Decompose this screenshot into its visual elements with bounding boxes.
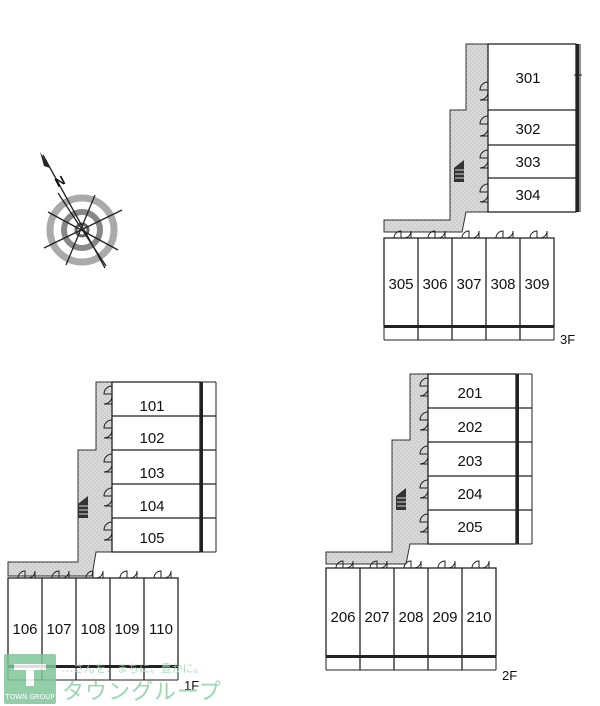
unit-label: 308 (490, 276, 515, 293)
unit-label: 201 (457, 385, 482, 402)
house-icon (14, 664, 46, 686)
unit-label: 106 (12, 621, 37, 638)
unit-label: 305 (388, 276, 413, 293)
unit-label: 203 (457, 453, 482, 470)
unit-label: 309 (524, 276, 549, 293)
unit-label: 105 (139, 530, 164, 547)
north-letter: N (52, 173, 67, 191)
north-arrow-icon (40, 152, 50, 168)
door-icons (103, 385, 113, 541)
watermark-company-name: タウングループ (62, 680, 222, 705)
door-icons (479, 81, 489, 203)
floor-1f: 101 102 103 104 105 106 107 108 109 (7, 381, 217, 693)
unit-label: 303 (515, 154, 540, 171)
unit-label: 104 (139, 498, 164, 515)
unit-label: 307 (456, 276, 481, 293)
floor-label: 1F (184, 678, 199, 693)
unit-label: 304 (515, 187, 540, 204)
floor-label: 2F (502, 668, 517, 683)
unit-label: 102 (139, 430, 164, 447)
unit-label: 108 (80, 621, 105, 638)
unit-label: 306 (422, 276, 447, 293)
door-icons (335, 560, 490, 569)
unit-label: 107 (46, 621, 71, 638)
unit-label: 101 (139, 398, 164, 415)
unit-label: 302 (515, 121, 540, 138)
unit-label: 110 (149, 621, 173, 638)
watermark: TOWN GROUP …さんを、まちに、豊かに。 タウングループ (0, 650, 260, 706)
watermark-tagline: …さんを、まちに、豊かに。 (62, 662, 205, 675)
floor-label: 3F (560, 332, 575, 347)
unit-label: 206 (330, 609, 355, 626)
door-icons (419, 377, 429, 533)
unit-label: 208 (398, 609, 423, 626)
unit-label: 205 (457, 519, 482, 536)
stair-icon (454, 160, 464, 182)
unit-label: 210 (466, 609, 491, 626)
floor-2f: 201 202 203 204 205 206 207 208 209 (325, 373, 533, 683)
unit-label: 207 (364, 609, 389, 626)
door-icons (17, 570, 172, 579)
stair-icon (396, 488, 406, 510)
unit-label: 209 (432, 609, 457, 626)
town-group-logo: TOWN GROUP (4, 654, 56, 704)
logo-text: TOWN GROUP (5, 693, 55, 701)
compass-icon: N (40, 152, 123, 269)
unit-label: 103 (139, 465, 164, 482)
floor-3f: 301 302 303 304 305 306 307 308 309 (383, 43, 582, 347)
unit-label: 202 (457, 419, 482, 436)
unit-label: 301 (515, 70, 540, 87)
door-icons (393, 230, 548, 239)
stair-icon (78, 496, 88, 518)
unit-label: 109 (114, 621, 139, 638)
unit-label: 204 (457, 486, 482, 503)
